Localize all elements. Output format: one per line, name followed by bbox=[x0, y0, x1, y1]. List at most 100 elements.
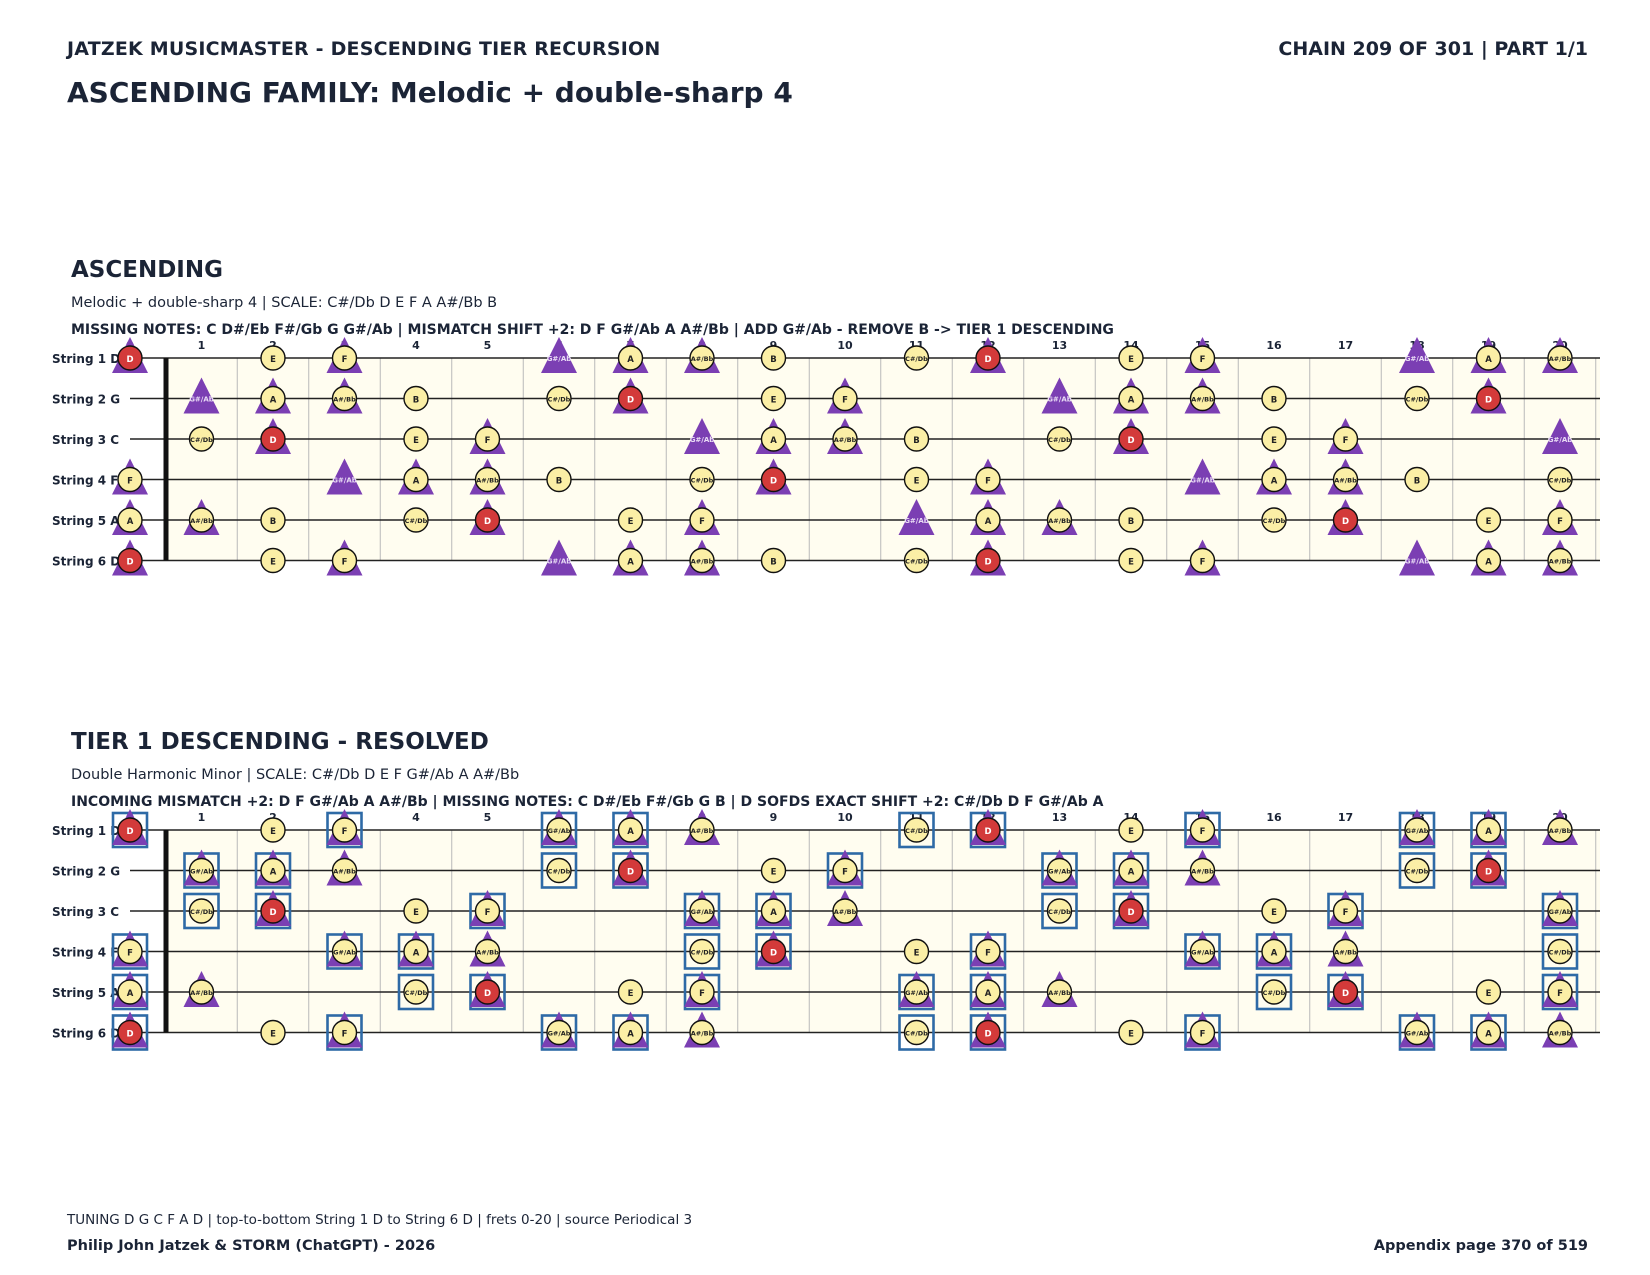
note-dot bbox=[1404, 817, 1430, 843]
note-label: E bbox=[628, 989, 634, 999]
note-label: C#/Db bbox=[405, 989, 428, 997]
triangle-label: G#/Ab bbox=[547, 355, 572, 363]
note-label: A#/Bb bbox=[691, 827, 714, 835]
header-left: JATZEK MUSICMASTER - DESCENDING TIER REC… bbox=[67, 38, 661, 60]
note-dot bbox=[903, 817, 930, 843]
triangle-label: G#/Ab bbox=[1405, 355, 1430, 363]
note-dot bbox=[260, 1019, 286, 1046]
note-label: A bbox=[985, 517, 992, 527]
fret-number: 4 bbox=[412, 811, 420, 824]
note-label: D bbox=[984, 827, 991, 837]
note-label: D bbox=[770, 476, 777, 486]
note-label: A#/Bb bbox=[1334, 476, 1357, 484]
note-label: C#/Db bbox=[1549, 948, 1572, 956]
note-dot bbox=[1475, 979, 1502, 1005]
root-note-dot bbox=[260, 898, 286, 924]
note-label: C#/Db bbox=[548, 395, 571, 403]
note-label: D bbox=[984, 557, 991, 567]
note-dot bbox=[1332, 938, 1359, 965]
root-note-dot bbox=[975, 547, 1001, 574]
note-label: C#/Db bbox=[405, 517, 428, 525]
note-label: C#/Db bbox=[190, 908, 213, 916]
string-label: String 5 A bbox=[52, 986, 120, 1000]
note-dot bbox=[403, 385, 429, 412]
note-dot bbox=[1046, 979, 1073, 1005]
note-dot bbox=[689, 938, 715, 965]
shift-triangle bbox=[1542, 418, 1578, 454]
note-dot bbox=[331, 857, 358, 884]
note-label: E bbox=[1486, 989, 1492, 999]
note-dot bbox=[474, 898, 501, 924]
fret-number: 9 bbox=[770, 811, 778, 824]
triangle-label: G#/Ab bbox=[904, 517, 929, 525]
note-label: A bbox=[1128, 867, 1135, 877]
note-label: F bbox=[842, 395, 848, 405]
root-note-dot bbox=[1118, 898, 1144, 924]
note-dot bbox=[188, 979, 215, 1005]
note-label: C#/Db bbox=[691, 476, 714, 484]
note-dot bbox=[1332, 426, 1359, 452]
root-note-dot bbox=[1118, 426, 1144, 452]
root-note-dot bbox=[117, 1019, 143, 1046]
note-label: C#/Db bbox=[548, 867, 571, 875]
note-dot bbox=[403, 426, 429, 452]
note-label: A#/Bb bbox=[691, 1029, 714, 1037]
note-label: F bbox=[699, 989, 705, 999]
string-label: String 2 G bbox=[52, 393, 120, 407]
note-dot bbox=[1332, 466, 1359, 493]
root-note-dot bbox=[117, 817, 143, 843]
note-dot bbox=[1475, 817, 1502, 843]
note-dot bbox=[689, 547, 715, 574]
note-dot bbox=[1475, 507, 1502, 533]
match-box bbox=[1041, 892, 1078, 930]
note-label: A bbox=[1485, 1029, 1492, 1039]
note-dot bbox=[832, 857, 858, 884]
note-dot bbox=[117, 938, 143, 965]
note-dot bbox=[403, 898, 429, 924]
note-dot bbox=[903, 426, 930, 452]
note-label: A#/Bb bbox=[1191, 395, 1214, 403]
triangle-label: G#/Ab bbox=[690, 436, 715, 444]
note-dot bbox=[760, 426, 787, 452]
note-dot bbox=[1189, 938, 1216, 965]
note-dot bbox=[1046, 507, 1073, 533]
root-note-dot bbox=[1475, 857, 1502, 884]
match-box bbox=[898, 1014, 935, 1051]
fretboard-background bbox=[166, 358, 1600, 561]
note-dot bbox=[760, 898, 787, 924]
note-label: F bbox=[1200, 1029, 1206, 1039]
note-dot bbox=[331, 385, 358, 412]
note-dot bbox=[1404, 1019, 1430, 1046]
fret-number: 13 bbox=[1052, 811, 1067, 824]
match-box bbox=[898, 811, 935, 849]
note-dot bbox=[689, 507, 715, 533]
note-label: A#/Bb bbox=[691, 557, 714, 565]
note-dot bbox=[689, 1019, 715, 1046]
note-label: F bbox=[127, 948, 133, 958]
note-label: E bbox=[270, 557, 276, 567]
note-label: A bbox=[127, 989, 134, 999]
note-label: E bbox=[1128, 1029, 1134, 1039]
note-dot bbox=[1547, 817, 1573, 843]
note-dot bbox=[188, 898, 215, 924]
shift-triangle bbox=[183, 377, 220, 414]
note-dot bbox=[1332, 898, 1359, 924]
fretboard-background bbox=[166, 830, 1600, 1033]
root-note-dot bbox=[117, 547, 143, 574]
note-dot bbox=[903, 979, 930, 1005]
note-dot bbox=[1547, 898, 1573, 924]
note-dot bbox=[1261, 979, 1287, 1005]
note-label: E bbox=[1271, 908, 1277, 918]
note-label: E bbox=[270, 1029, 276, 1039]
note-label: G#/Ab bbox=[1549, 908, 1572, 916]
note-dot bbox=[617, 1019, 644, 1046]
note-dot bbox=[403, 466, 429, 493]
note-label: D bbox=[126, 355, 133, 365]
note-label: B bbox=[556, 476, 562, 486]
note-label: G#/Ab bbox=[548, 827, 571, 835]
shift-triangle bbox=[326, 458, 363, 495]
note-dot bbox=[1046, 898, 1073, 924]
note-dot bbox=[546, 1019, 572, 1046]
note-label: D bbox=[984, 355, 991, 365]
